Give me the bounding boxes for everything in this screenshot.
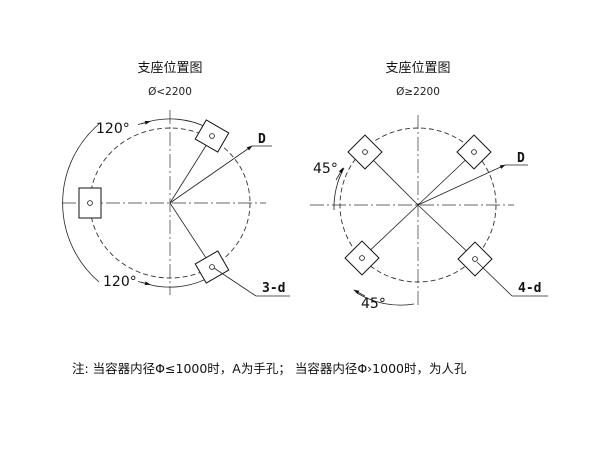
left-pad-left-hole: [87, 200, 93, 206]
left-condition: Ø<2200: [148, 86, 192, 98]
right-condition: Ø≥2200: [396, 86, 440, 98]
right-diagram: 支座位置图 Ø≥2200: [310, 61, 548, 312]
left-pad-bottom: [194, 250, 230, 284]
right-bottom-arc-arrow: [353, 289, 366, 297]
left-count-leader: [213, 267, 257, 297]
right-pad-bottom-right: [457, 241, 493, 277]
left-count-label: 3-d: [262, 281, 285, 296]
right-radial-br: [417, 204, 476, 260]
right-angle-left: 45°: [313, 161, 338, 177]
right-bottom-arc: [356, 292, 415, 306]
left-arc-arrow-top: [137, 120, 151, 125]
right-pad-bottom-left: [344, 240, 380, 276]
right-angle-bottom: 45°: [361, 296, 386, 312]
left-diagram: 支座位置图 Ø<2200 D: [62, 61, 290, 297]
left-pad-top-hole: [209, 133, 215, 139]
right-bolt-circle: [339, 127, 497, 283]
left-radial-bottom: [169, 202, 213, 268]
left-angle-top: 120°: [96, 121, 130, 137]
left-title: 支座位置图: [137, 61, 202, 76]
right-count-leader: [476, 261, 513, 297]
right-left-arc-arrow: [335, 167, 344, 181]
right-d-leader: [417, 164, 506, 206]
left-pad-bottom-hole: [209, 264, 215, 270]
left-arc-arrow-bottom: [137, 281, 151, 286]
left-d-leader: [169, 145, 253, 204]
left-side-arc: [62, 123, 100, 283]
right-radial-bl: [361, 204, 419, 259]
right-pad-top-left: [347, 134, 383, 170]
left-radial-top: [169, 135, 213, 204]
footnote: 注: 当容器内径Φ≤1000时，A为手孔； 当容器内径Φ›1000时，为人孔: [72, 361, 467, 376]
right-radial-tr: [417, 151, 475, 206]
right-pad-top-right: [456, 134, 492, 170]
left-d-label: D: [258, 132, 266, 147]
left-pad-top: [194, 119, 230, 153]
right-d-label: D: [517, 151, 525, 166]
left-angle-bottom: 120°: [103, 274, 137, 290]
right-title: 支座位置图: [385, 61, 450, 76]
left-pad-left: [78, 187, 102, 219]
right-count-label: 4-d: [518, 281, 541, 296]
